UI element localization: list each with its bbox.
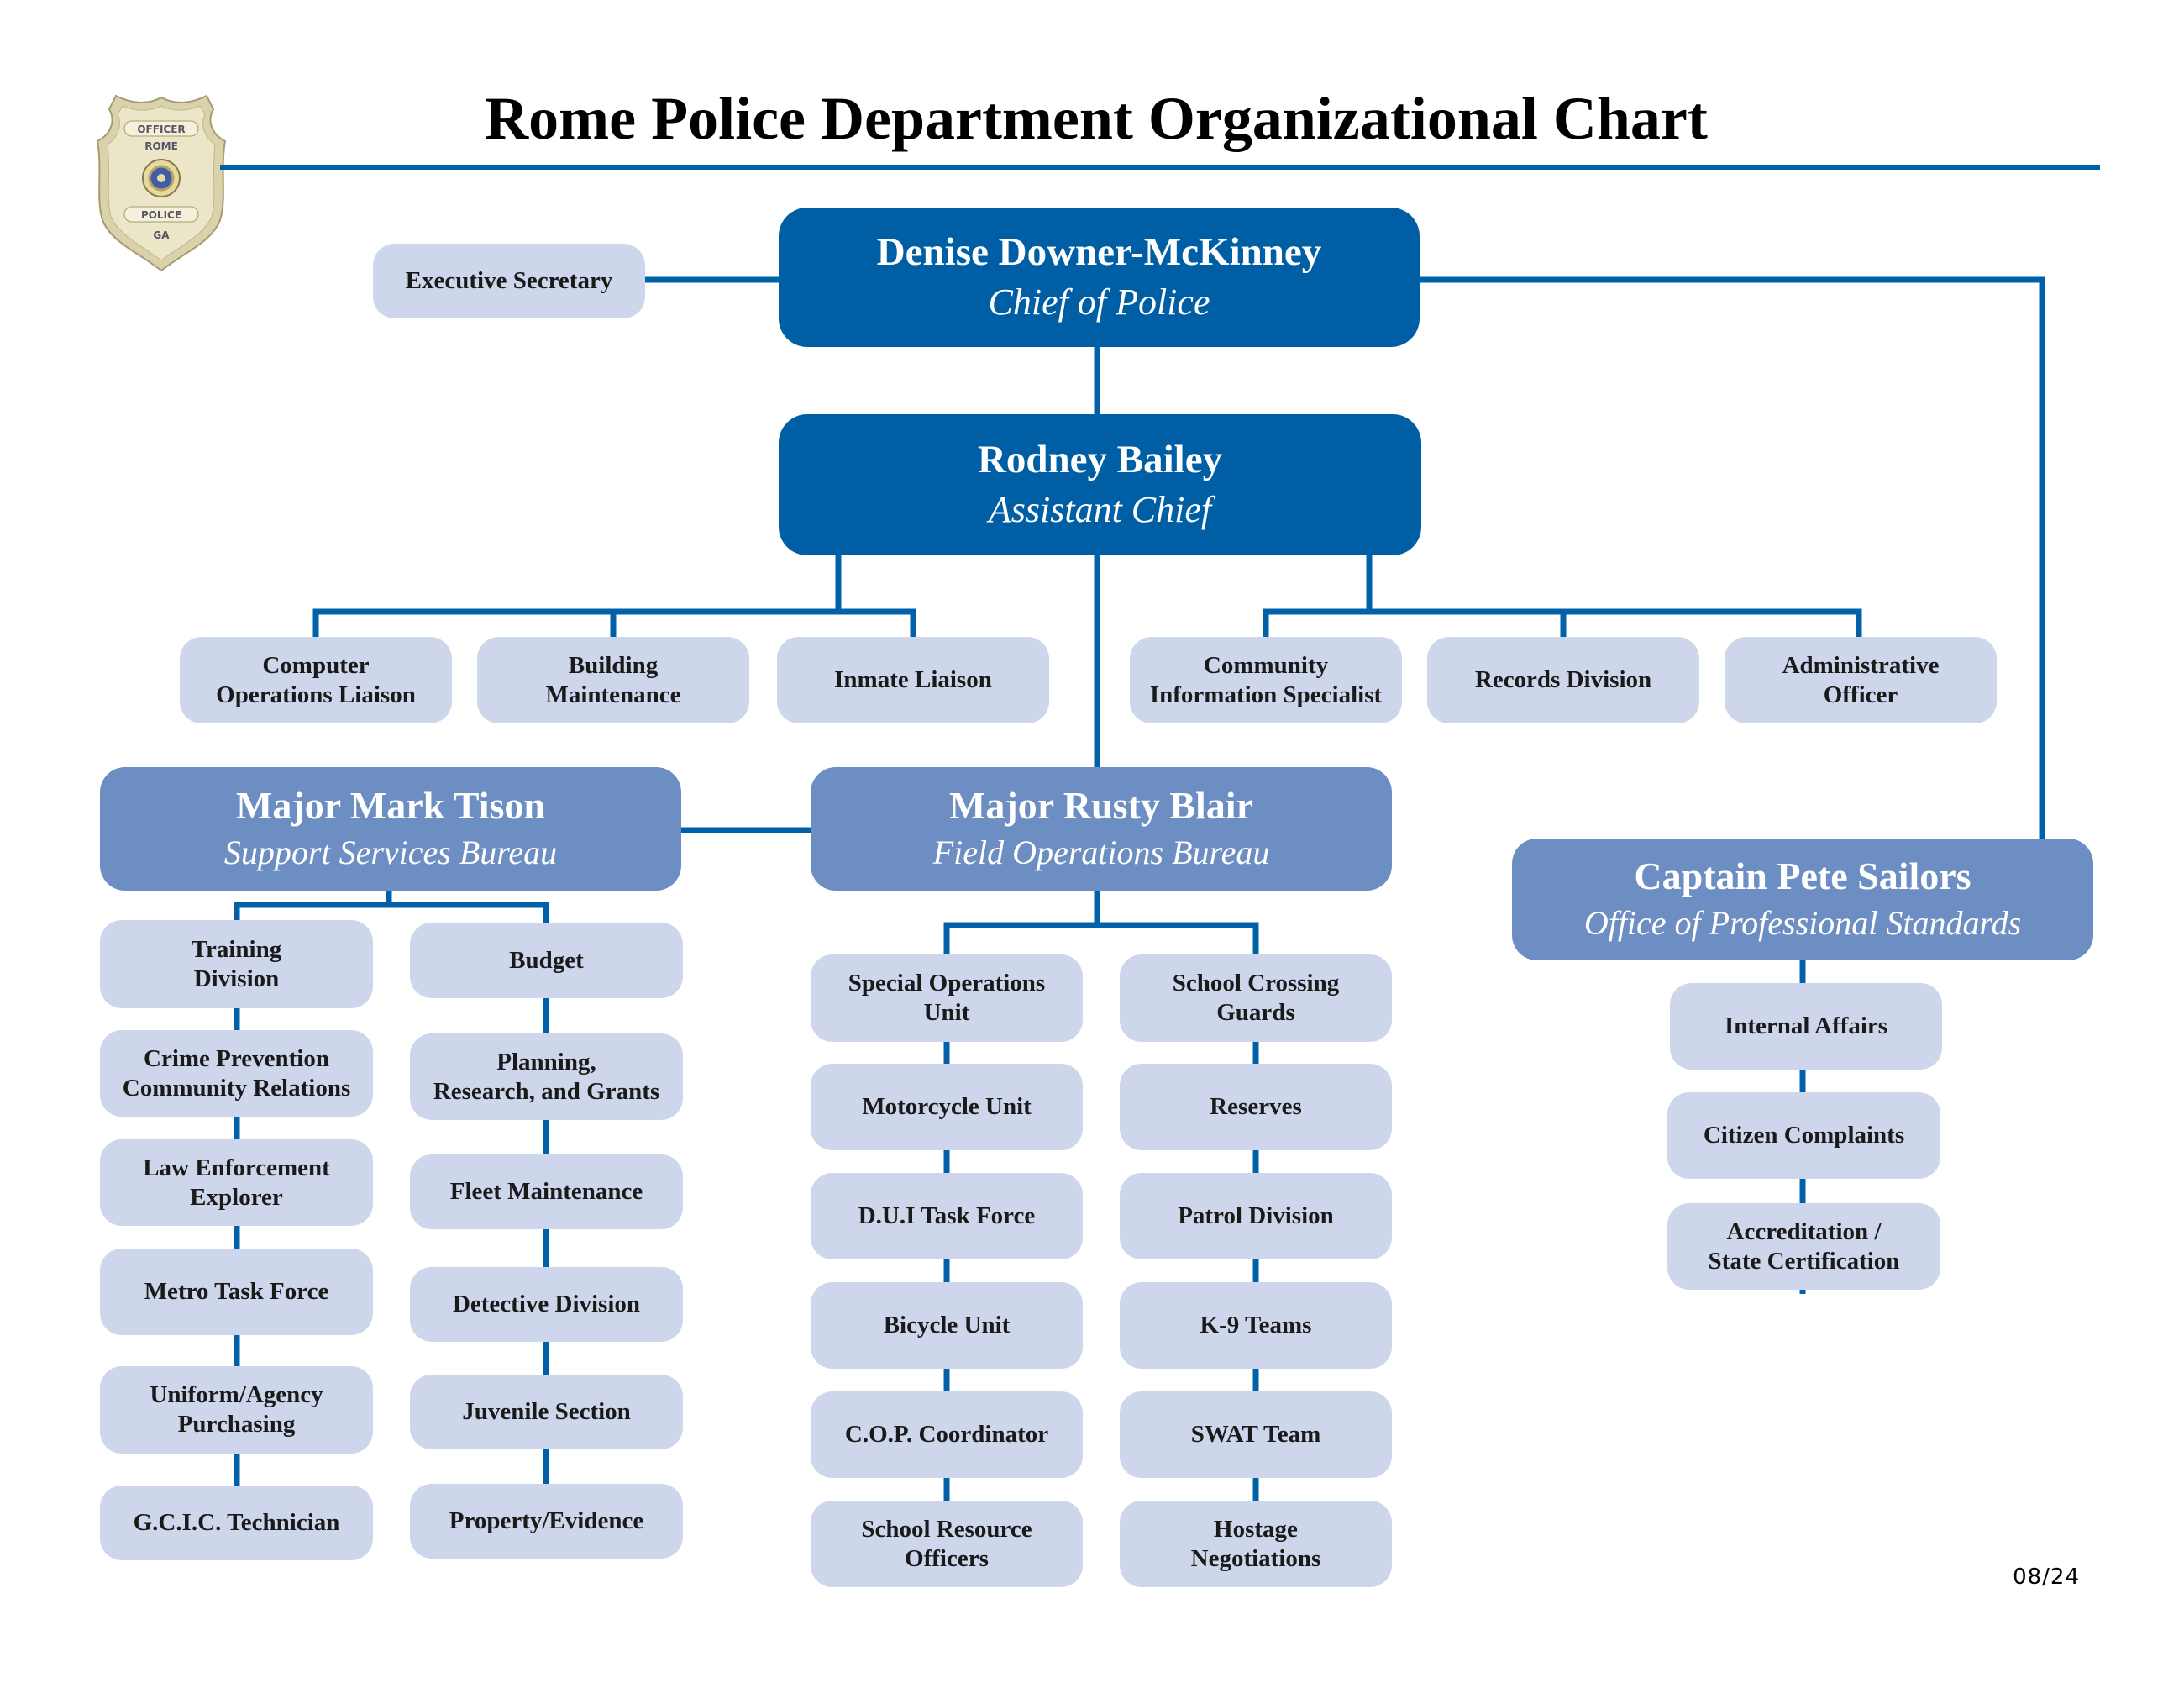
professional-standards-box: Captain Pete Sailors Office of Professio… — [1512, 839, 2093, 960]
staff-unit-records-division: Records Division — [1427, 637, 1699, 723]
field-unit-swat-team: SWAT Team — [1120, 1391, 1392, 1478]
support-unit-property-evidence: Property/Evidence — [410, 1484, 683, 1559]
standards-unit-accreditation: Accreditation / State Certification — [1667, 1203, 1940, 1290]
staff-unit-community-information-specialist: Community Information Specialist — [1130, 637, 1402, 723]
field-bureau-head: Major Rusty Blair — [948, 783, 1253, 827]
support-unit-juvenile-section: Juvenile Section — [410, 1375, 683, 1449]
version-stamp: 08/24 — [2013, 1564, 2080, 1590]
staff-unit-building-maintenance: Building Maintenance — [477, 637, 749, 723]
connector-field-bar — [943, 922, 1259, 954]
support-unit-metro-task-force: Metro Task Force — [100, 1249, 373, 1335]
field-unit-motorcycle: Motorcycle Unit — [811, 1064, 1083, 1150]
staff-unit-inmate-liaison: Inmate Liaison — [777, 637, 1049, 723]
support-unit-gcic-technician: G.C.I.C. Technician — [100, 1486, 373, 1560]
badge-text-officer: OFFICER — [137, 124, 185, 135]
connector-chief-standards — [1420, 276, 2045, 839]
support-unit-fleet-maintenance: Fleet Maintenance — [410, 1154, 683, 1229]
support-unit-detective-division: Detective Division — [410, 1267, 683, 1342]
field-unit-bicycle: Bicycle Unit — [811, 1282, 1083, 1369]
staff-unit-computer-operations-liaison: Computer Operations Liaison — [180, 637, 452, 723]
police-badge-logo: OFFICER ROME POLICE GA — [96, 94, 227, 272]
assistant-chief-box: Rodney Bailey Assistant Chief — [779, 414, 1421, 555]
executive-secretary-box: Executive Secretary — [373, 244, 645, 318]
field-unit-school-crossing-guards: School Crossing Guards — [1120, 954, 1392, 1042]
field-unit-k9-teams: K-9 Teams — [1120, 1282, 1392, 1369]
field-unit-dui-task-force: D.U.I Task Force — [811, 1173, 1083, 1259]
support-unit-planning-research-grants: Planning, Research, and Grants — [410, 1033, 683, 1120]
chief-name: Denise Downer-McKinney — [876, 230, 1322, 274]
standards-unit-internal-affairs: Internal Affairs — [1670, 983, 1942, 1070]
chief-role: Chief of Police — [988, 281, 1210, 323]
support-bureau-head: Major Mark Tison — [235, 783, 546, 827]
support-unit-uniform-purchasing: Uniform/Agency Purchasing — [100, 1366, 373, 1454]
staff-unit-administrative-officer: Administrative Officer — [1725, 637, 1997, 723]
page-title: Rome Police Department Organizational Ch… — [485, 85, 1708, 152]
support-bureau-role: Support Services Bureau — [223, 833, 558, 871]
field-unit-reserves: Reserves — [1120, 1064, 1392, 1150]
field-unit-special-operations: Special Operations Unit — [811, 954, 1083, 1042]
title-divider — [220, 165, 2100, 170]
field-unit-patrol-division: Patrol Division — [1120, 1173, 1392, 1259]
field-bureau-box: Major Rusty Blair Field Operations Burea… — [811, 767, 1392, 891]
field-unit-school-resource-officers: School Resource Officers — [811, 1501, 1083, 1587]
assistant-chief-name: Rodney Bailey — [977, 438, 1223, 481]
professional-standards-head: Captain Pete Sailors — [1634, 854, 1971, 897]
field-unit-hostage-negotiations: Hostage Negotiations — [1120, 1501, 1392, 1587]
assistant-chief-role: Assistant Chief — [988, 489, 1212, 530]
field-bureau-role: Field Operations Bureau — [932, 833, 1270, 871]
badge-text-rome: ROME — [144, 140, 178, 152]
field-unit-cop-coordinator: C.O.P. Coordinator — [811, 1391, 1083, 1478]
support-unit-budget: Budget — [410, 923, 683, 998]
support-unit-law-enforcement-explorer: Law Enforcement Explorer — [100, 1139, 373, 1226]
support-unit-training-division: Training Division — [100, 920, 373, 1008]
standards-unit-citizen-complaints: Citizen Complaints — [1667, 1092, 1940, 1179]
support-bureau-box: Major Mark Tison Support Services Bureau — [100, 767, 681, 891]
chief-box: Denise Downer-McKinney Chief of Police — [779, 208, 1420, 347]
professional-standards-role: Office of Professional Standards — [1583, 903, 2022, 942]
support-unit-crime-prevention: Crime Prevention Community Relations — [100, 1030, 373, 1117]
badge-text-police: POLICE — [141, 209, 181, 221]
badge-text-state: GA — [153, 229, 170, 241]
